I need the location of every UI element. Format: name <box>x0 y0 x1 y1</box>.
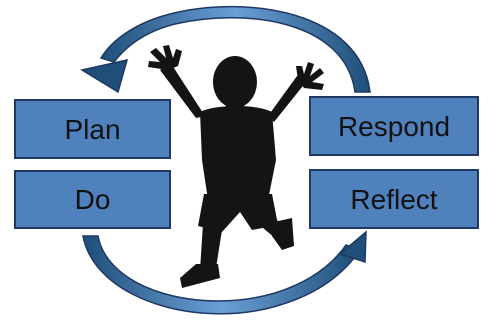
stage-label-plan: Plan <box>64 114 120 145</box>
stage-box-reflect: Reflect <box>309 169 479 229</box>
child-silhouette-icon <box>148 45 324 288</box>
stage-box-plan: Plan <box>14 99 171 159</box>
curved-arrow-left-icon <box>80 5 371 94</box>
stage-box-do: Do <box>14 170 171 229</box>
stage-label-reflect: Reflect <box>350 184 437 215</box>
stage-label-do: Do <box>75 184 111 215</box>
stage-label-respond: Respond <box>338 111 450 142</box>
stage-box-respond: Respond <box>309 96 479 156</box>
curved-arrow-right-icon <box>82 230 367 315</box>
